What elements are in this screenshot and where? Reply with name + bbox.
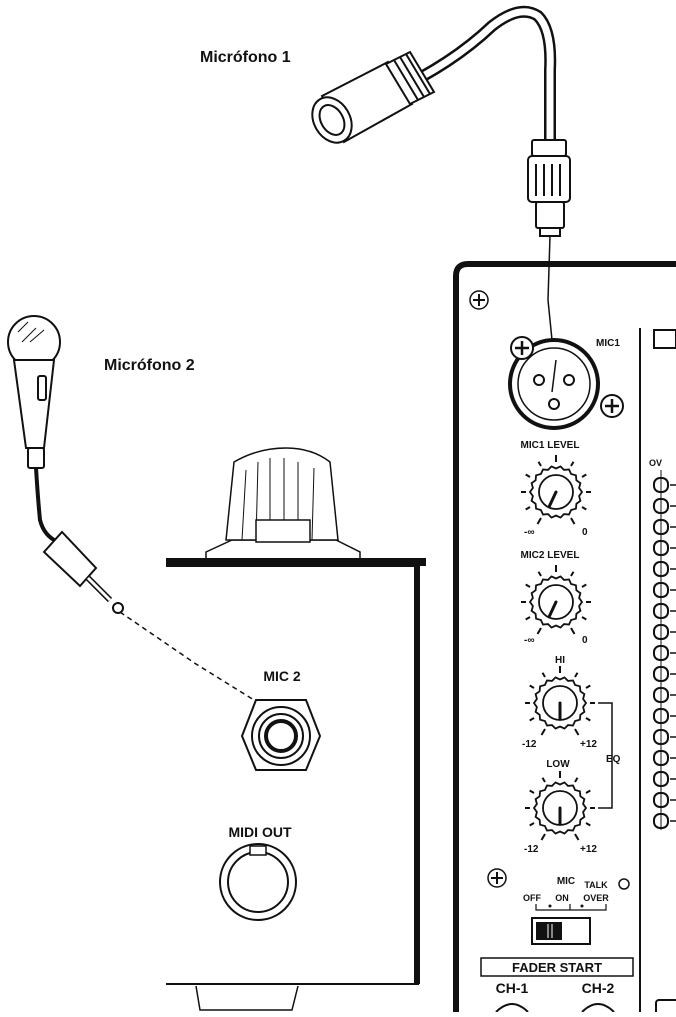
midi-out-connector bbox=[219, 843, 297, 921]
handheld-microphone-2 bbox=[7, 315, 124, 614]
talk-indicator-led bbox=[618, 878, 630, 890]
mic1-xlr-jack bbox=[508, 336, 624, 430]
eq-hi-max-label: +12 bbox=[580, 739, 597, 750]
fader-start-ch1-label: CH-1 bbox=[496, 980, 529, 996]
eq-low-max-label: +12 bbox=[580, 844, 597, 855]
mic1-level-min-label: -∞ bbox=[524, 527, 534, 538]
mic-switch-title: MIC bbox=[557, 876, 575, 887]
fader-start-label-box bbox=[480, 957, 634, 977]
eq-hi-min-label: -12 bbox=[522, 739, 537, 750]
eq-hi-knob[interactable] bbox=[525, 666, 595, 736]
midi-out-label: MIDI OUT bbox=[229, 824, 292, 840]
screw-icon bbox=[487, 868, 507, 888]
screw-icon bbox=[510, 336, 534, 360]
screw-icon bbox=[469, 290, 489, 310]
eq-low-min-label: -12 bbox=[524, 844, 539, 855]
gooseneck-microphone-1 bbox=[311, 5, 571, 237]
mic2-level-min-label: -∞ bbox=[524, 635, 534, 646]
mic2-jack-label: MIC 2 bbox=[263, 668, 301, 684]
mic2-connection-dashed-line bbox=[119, 611, 271, 711]
mic-talk-label: TALK bbox=[584, 880, 608, 890]
fader-start-label: FADER START bbox=[512, 960, 602, 975]
mic1-level-knob[interactable] bbox=[521, 455, 591, 525]
screw-icon bbox=[600, 394, 624, 418]
meter-ov-label: OV bbox=[649, 458, 662, 468]
mic2-level-label: MIC2 LEVEL bbox=[521, 550, 580, 561]
eq-label: EQ bbox=[606, 754, 621, 765]
mixer-front-panel bbox=[453, 261, 676, 1012]
eq-hi-label: HI bbox=[555, 655, 565, 666]
mic-mode-slide-switch[interactable] bbox=[531, 917, 591, 945]
panel-corner-element bbox=[655, 999, 676, 1017]
mic2-level-max-label: 0 bbox=[582, 635, 588, 646]
mic-on-label: ON bbox=[555, 893, 569, 903]
eq-bracket bbox=[598, 702, 613, 809]
mic-off-label: OFF bbox=[523, 893, 541, 903]
eq-low-knob[interactable] bbox=[525, 771, 595, 841]
ch1-fader-start-button[interactable] bbox=[495, 1003, 529, 1013]
mic1-caption: Micrófono 1 bbox=[200, 49, 291, 66]
mic2-caption: Micrófono 2 bbox=[104, 357, 195, 374]
side-unit-housing bbox=[166, 447, 426, 1011]
ch2-fader-start-button[interactable] bbox=[581, 1003, 615, 1013]
mic1-level-max-label: 0 bbox=[582, 527, 588, 538]
mic2-level-knob[interactable] bbox=[521, 565, 591, 635]
fader-start-ch2-label: CH-2 bbox=[582, 980, 615, 996]
mic2-phone-jack bbox=[240, 699, 322, 771]
mic1-jack-label: MIC1 bbox=[596, 338, 620, 349]
switch-position-bracket bbox=[535, 904, 607, 911]
mic1-level-label: MIC1 LEVEL bbox=[521, 440, 580, 451]
level-meter bbox=[653, 470, 676, 830]
eq-low-label: LOW bbox=[546, 759, 570, 770]
mic-over-label: OVER bbox=[583, 893, 609, 903]
